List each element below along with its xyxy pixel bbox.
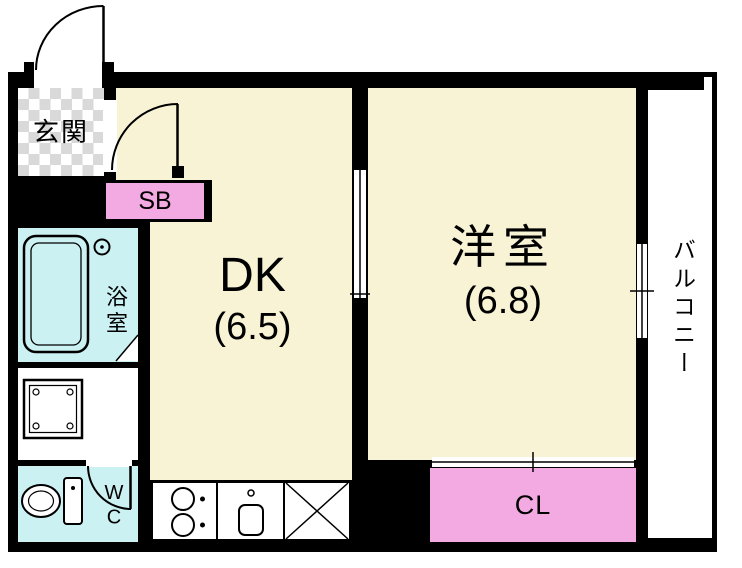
hallway-door	[103, 100, 184, 178]
counter-x-mark	[285, 482, 349, 540]
bathtub-outer	[22, 234, 90, 354]
bathroom-label: 浴室	[103, 285, 128, 339]
closet-label: CL	[514, 489, 552, 520]
toilet-icon	[21, 477, 83, 525]
western-room-size: (6.8)	[463, 280, 543, 322]
balcony-bottom-wall	[648, 538, 717, 552]
room-utility	[18, 368, 138, 460]
dk-size: (6.5)	[213, 306, 292, 348]
entrance-door-jamb-left	[24, 62, 34, 88]
washer-pan-icon	[22, 378, 84, 440]
shoe-box-label: SB	[138, 186, 172, 215]
washer-pan-inner	[28, 384, 78, 434]
toilet-bowl-inner	[27, 490, 55, 512]
entrance-label: 玄関	[32, 117, 89, 147]
hallway-door-arc	[111, 103, 179, 171]
balcony-rail-top	[704, 72, 717, 77]
bathtub-icon	[22, 234, 139, 362]
bath-faucet-icon	[93, 238, 111, 256]
bathtub-inner	[30, 242, 82, 346]
shoe-box: SB	[98, 180, 212, 222]
hallway-door-opening	[103, 100, 117, 172]
bath-faucet-dot	[100, 245, 104, 249]
dk-label: DK (6.5)	[160, 249, 345, 348]
western-room-label: 洋室 (6.8)	[378, 224, 628, 320]
toilet-bowl	[21, 484, 61, 518]
closet-sliding-door	[432, 452, 634, 472]
room-closet: CL	[430, 468, 636, 542]
western-room-name: 洋室	[450, 221, 556, 273]
room-bathroom	[18, 228, 138, 362]
balcony-top-wall	[648, 72, 704, 90]
washer-pan-outer	[22, 378, 84, 440]
entrance-door-opening	[34, 72, 102, 88]
entrance-door-arc	[35, 5, 104, 71]
entrance-door	[24, 5, 114, 88]
balcony-rail-right	[712, 72, 717, 548]
wc-door-arc	[87, 465, 132, 510]
room-western	[368, 88, 636, 460]
dk-name: DK	[219, 249, 286, 302]
wc-label: WC	[103, 481, 125, 531]
balcony-label: バルコニー	[669, 237, 696, 379]
room-dk-entry	[116, 88, 352, 182]
stove-burners-icon	[171, 487, 205, 537]
bathroom-door-line	[115, 334, 139, 362]
kitchen-counter	[150, 480, 352, 542]
partition-sliding-door	[350, 170, 370, 298]
wc-door-opening	[86, 459, 132, 467]
room-entrance: 玄関	[18, 88, 104, 176]
hallway-door-jamb	[172, 166, 184, 178]
toilet-flush-dot	[71, 486, 75, 490]
entrance-door-jamb-right	[102, 62, 114, 88]
toilet-tank	[63, 477, 83, 525]
sink-icon	[238, 489, 264, 536]
balcony-window	[630, 244, 654, 338]
wc-door	[86, 459, 132, 510]
